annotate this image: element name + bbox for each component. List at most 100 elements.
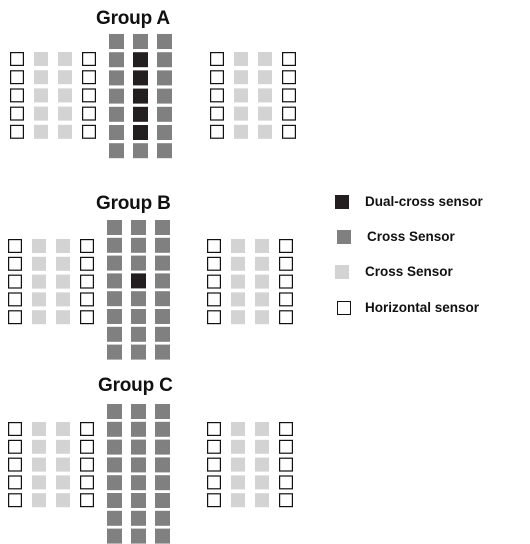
horizontal-sensor-cell [79, 439, 94, 454]
cross-sensor-dark-cell [131, 237, 146, 253]
horizontal-sensor-cell [8, 274, 23, 289]
dual-cross-sensor-cell [133, 52, 148, 68]
cross-sensor-light-cell [58, 70, 72, 85]
cross-sensor-dark-cell [131, 493, 146, 508]
cross-sensor-dark-cell [155, 326, 170, 342]
cross-sensor-dark-cell [155, 510, 170, 526]
cross-sensor-dark-cell [155, 344, 170, 360]
horizontal-sensor-cell [207, 310, 222, 325]
cross-sensor-dark-cell [107, 421, 122, 437]
horizontal-sensor-cell [8, 422, 23, 437]
dual-cross-sensor-cell [133, 70, 148, 86]
cross-sensor-dark-cell [155, 255, 170, 271]
cross-sensor-light-cell [32, 475, 46, 490]
group-a-title: Group A [96, 8, 170, 29]
legend-label-horizontal: Horizontal sensor [365, 300, 480, 315]
horizontal-sensor-cell [279, 457, 294, 472]
horizontal-sensor-cell [279, 256, 294, 271]
cross-sensor-dark-cell [131, 291, 146, 307]
cross-sensor-light-cell [231, 493, 245, 508]
cross-sensor-dark-cell [107, 493, 122, 508]
cross-sensor-light-cell [258, 88, 272, 103]
horizontal-sensor-cell [279, 274, 294, 289]
cross-sensor-dark-cell [109, 34, 124, 49]
horizontal-sensor-cell [79, 239, 94, 254]
cross-sensor-dark-cell [155, 220, 170, 235]
cross-sensor-dark-cell [109, 143, 124, 159]
cross-sensor-light-cell [56, 256, 70, 271]
cross-sensor-light-swatch [335, 264, 349, 279]
horizontal-sensor-cell [279, 310, 294, 325]
legend-item-cross-dark: Cross Sensor [337, 229, 455, 244]
legend-label-cross-light: Cross Sensor [365, 264, 453, 279]
cross-sensor-light-cell [234, 124, 248, 139]
cross-sensor-light-cell [56, 439, 70, 454]
horizontal-sensor-cell [210, 51, 225, 66]
horizontal-sensor-cell [81, 88, 96, 103]
horizontal-sensor-cell [279, 439, 294, 454]
cross-sensor-dark-cell [107, 457, 122, 473]
cross-sensor-dark-cell [107, 475, 122, 491]
cross-sensor-dark-cell [131, 309, 146, 324]
cross-sensor-light-cell [58, 52, 72, 66]
legend-item-horizontal: Horizontal sensor [337, 300, 479, 315]
horizontal-sensor-cell [81, 124, 96, 139]
cross-sensor-dark-cell [133, 143, 148, 159]
horizontal-sensor-cell [8, 292, 23, 307]
cross-sensor-light-cell [231, 439, 245, 454]
cross-sensor-light-cell [58, 124, 72, 139]
horizontal-sensor-cell [207, 422, 222, 437]
cross-sensor-light-cell [56, 292, 70, 307]
horizontal-sensor-cell [282, 88, 297, 103]
legend-label-cross-dark: Cross Sensor [367, 229, 455, 244]
cross-sensor-light-cell [32, 274, 46, 289]
cross-sensor-light-cell [234, 106, 248, 121]
horizontal-sensor-cell [210, 106, 225, 121]
dual-cross-sensor-cell [131, 273, 146, 289]
horizontal-sensor-cell [207, 239, 222, 254]
cross-sensor-light-cell [58, 88, 72, 103]
horizontal-sensor-cell [81, 70, 96, 85]
group-c-title: Group C [98, 375, 173, 396]
cross-sensor-light-cell [255, 310, 269, 325]
cross-sensor-light-cell [231, 475, 245, 490]
cross-sensor-light-cell [34, 124, 48, 139]
horizontal-sensor-cell [79, 256, 94, 271]
cross-sensor-light-cell [231, 292, 245, 307]
cross-sensor-light-cell [32, 439, 46, 454]
horizontal-sensor-cell [279, 292, 294, 307]
cross-sensor-dark-cell [155, 439, 170, 455]
horizontal-sensor-cell [279, 239, 294, 254]
horizontal-sensor-cell [79, 274, 94, 289]
horizontal-sensor-cell [279, 422, 294, 437]
cross-sensor-light-cell [231, 457, 245, 472]
cross-sensor-dark-cell [131, 255, 146, 271]
cross-sensor-dark-cell [109, 106, 124, 122]
cross-sensor-light-cell [56, 422, 70, 436]
cross-sensor-dark-cell [131, 344, 146, 360]
cross-sensor-dark-cell [155, 291, 170, 307]
cross-sensor-dark-cell [107, 326, 122, 342]
horizontal-sensor-swatch [337, 300, 351, 315]
horizontal-sensor-cell [8, 439, 23, 454]
cross-sensor-dark-cell [155, 273, 170, 289]
cross-sensor-dark-cell [131, 475, 146, 491]
legend-item-cross-light: Cross Sensor [335, 264, 453, 279]
cross-sensor-light-cell [32, 457, 46, 472]
horizontal-sensor-cell [207, 256, 222, 271]
horizontal-sensor-cell [207, 493, 222, 508]
cross-sensor-light-cell [255, 292, 269, 307]
horizontal-sensor-cell [282, 124, 297, 139]
cross-sensor-light-cell [34, 106, 48, 121]
cross-sensor-light-cell [56, 475, 70, 490]
cross-sensor-light-cell [56, 310, 70, 325]
horizontal-sensor-cell [81, 51, 96, 66]
cross-sensor-dark-cell [107, 528, 122, 544]
cross-sensor-dark-swatch [337, 229, 351, 244]
cross-sensor-light-cell [234, 70, 248, 85]
cross-sensor-light-cell [231, 274, 245, 289]
group-b-title: Group B [96, 193, 171, 214]
cross-sensor-dark-cell [157, 34, 172, 49]
cross-sensor-dark-cell [107, 404, 122, 419]
